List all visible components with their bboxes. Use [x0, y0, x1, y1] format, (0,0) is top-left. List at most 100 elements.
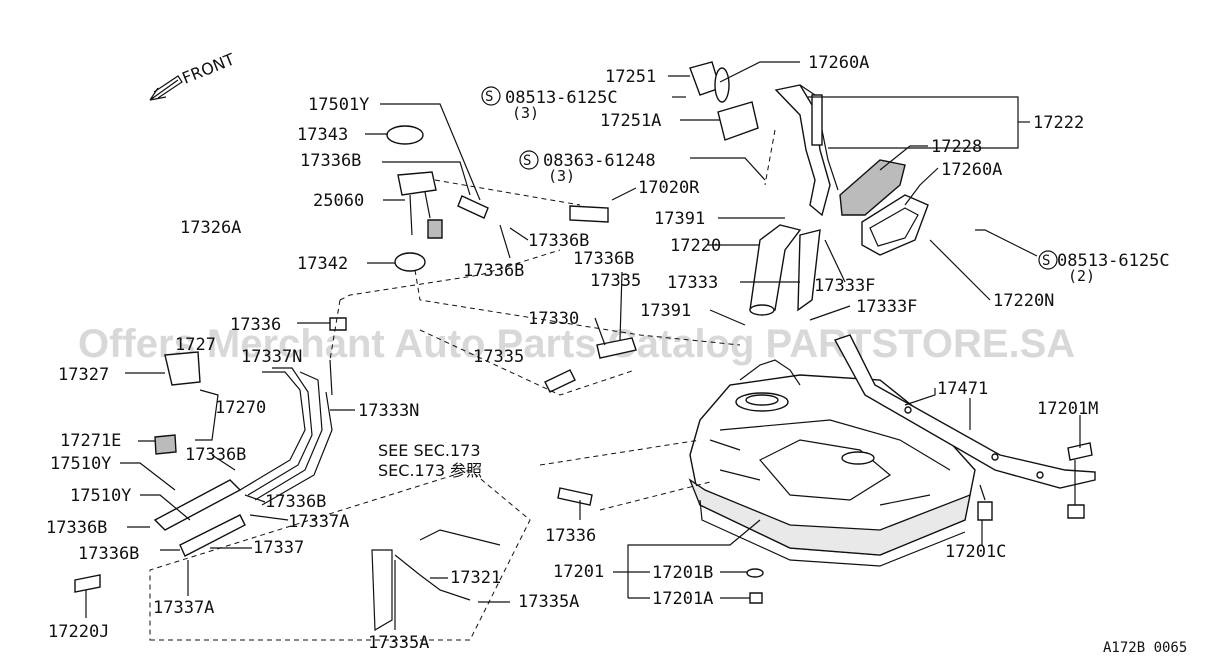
part-label-17260a[interactable]: 17260A: [941, 160, 1002, 180]
part-qty-label: (2): [1068, 267, 1095, 285]
part-label-17321[interactable]: 17321: [450, 568, 501, 588]
ring-17342: [394, 252, 426, 272]
seal-17343: [386, 125, 424, 145]
tube-17321: [394, 529, 501, 601]
screw-symbol-icon: [519, 150, 539, 170]
front-arrow-icon: [149, 75, 183, 101]
screw-symbol: S: [1042, 253, 1050, 269]
bolt-17201a: [749, 592, 763, 604]
part-label-17220[interactable]: 17220: [670, 236, 721, 256]
part-label-17337a[interactable]: 17337A: [153, 598, 214, 618]
part-label-17251a[interactable]: 17251A: [600, 111, 661, 131]
part-label-17220n[interactable]: 17220N: [993, 291, 1054, 311]
part-label-17336b[interactable]: 17336B: [463, 261, 524, 281]
part-label-17336b[interactable]: 17336B: [185, 445, 246, 465]
guide-lines: [329, 129, 776, 511]
part-label-17335[interactable]: 17335: [590, 271, 641, 291]
part-label-17391[interactable]: 17391: [640, 301, 691, 321]
see-section-note-jp: SEC.173 参照: [378, 461, 482, 480]
bolt-17220j: [74, 574, 101, 593]
part-label-17501y[interactable]: 17501Y: [308, 95, 369, 115]
clamp-17336: [329, 317, 347, 331]
bolt-17201m: [1067, 442, 1093, 519]
hose-17337: [179, 514, 246, 557]
part-label-17337n[interactable]: 17337N: [241, 347, 302, 367]
valve-17020r: [569, 205, 609, 223]
part-label-17333f[interactable]: 17333F: [856, 297, 917, 317]
part-label-08363-61248[interactable]: 08363-61248: [543, 151, 656, 171]
part-label-17333[interactable]: 17333: [667, 273, 718, 293]
part-label-17343[interactable]: 17343: [297, 125, 348, 145]
part-label-17220j[interactable]: 17220J: [48, 622, 109, 642]
part-label-17327[interactable]: 17327: [58, 365, 109, 385]
bolt-17201c: [977, 484, 993, 521]
part-label-08513-6125c[interactable]: 08513-6125C: [505, 88, 618, 108]
washer-17201b: [746, 568, 764, 578]
screw-symbol-icon: [481, 86, 501, 106]
part-label-17336b[interactable]: 17336B: [573, 249, 634, 269]
sender-unit-25060: [397, 171, 443, 239]
part-label-17336b[interactable]: 17336B: [46, 518, 107, 538]
hose-17501y: [457, 195, 489, 219]
filler-tube-17222: [774, 84, 839, 217]
part-label-17336[interactable]: 17336: [230, 315, 281, 335]
part-qty-label: (3): [548, 167, 575, 185]
part-label-25060[interactable]: 25060: [313, 191, 364, 211]
part-label-17201m[interactable]: 17201M: [1037, 399, 1098, 419]
cap-17251: [689, 61, 759, 141]
part-label-17337[interactable]: 17337: [253, 538, 304, 558]
part-label-17510y[interactable]: 17510Y: [50, 454, 111, 474]
part-label-17336b[interactable]: 17336B: [265, 492, 326, 512]
hose-17336: [557, 487, 593, 506]
part-label-17337a[interactable]: 17337A: [288, 512, 349, 532]
part-label-17335a[interactable]: 17335A: [518, 592, 579, 612]
part-label-17271e[interactable]: 17271E: [60, 431, 121, 451]
fuel-tank-17201: [688, 359, 976, 567]
part-label-17201b[interactable]: 17201B: [652, 563, 713, 583]
hose-17335: [544, 369, 576, 393]
part-label-1727[interactable]: 1727: [175, 335, 216, 355]
part-label-17342[interactable]: 17342: [297, 254, 348, 274]
clip-17271e: [154, 434, 177, 455]
part-label-17222[interactable]: 17222: [1033, 113, 1084, 133]
fuel-tubes-17270: [239, 367, 333, 506]
part-label-17336b[interactable]: 17336B: [78, 544, 139, 564]
see-section-note: SEE SEC.173: [378, 441, 481, 460]
part-label-17201a[interactable]: 17201A: [652, 589, 713, 609]
part-label-17270[interactable]: 17270: [215, 398, 266, 418]
diagram-code: A172B 0065: [1103, 640, 1187, 656]
tube-17321-outline: [371, 549, 393, 632]
part-label-17336b[interactable]: 17336B: [528, 231, 589, 251]
screw-symbol-icon: [1038, 250, 1058, 270]
hose-17333: [797, 229, 821, 312]
part-label-17251[interactable]: 17251: [605, 67, 656, 87]
tank-strap-17471: [833, 334, 1096, 489]
screw-symbol: S: [523, 153, 531, 169]
part-label-17333n[interactable]: 17333N: [358, 401, 419, 421]
part-label-17391[interactable]: 17391: [654, 209, 705, 229]
bracket-17327-arm: [195, 389, 219, 441]
part-label-17260a[interactable]: 17260A: [808, 53, 869, 73]
part-label-17336[interactable]: 17336: [545, 526, 596, 546]
gasket-plate-17228: [839, 159, 929, 256]
part-label-17510y[interactable]: 17510Y: [70, 486, 131, 506]
part-label-17201c[interactable]: 17201C: [945, 542, 1006, 562]
part-label-17471[interactable]: 17471: [937, 379, 988, 399]
part-label-17336b[interactable]: 17336B: [300, 151, 361, 171]
part-label-17020r[interactable]: 17020R: [638, 178, 700, 198]
part-label-17330[interactable]: 17330: [528, 309, 579, 329]
part-labels: 17251 17260A 08513-6125C (3) 17222 17251…: [46, 53, 1170, 653]
part-label-08513-6125c[interactable]: 08513-6125C: [1057, 251, 1170, 271]
part-qty-label: (3): [512, 104, 539, 122]
hose-17510y: [153, 479, 242, 531]
part-label-17201[interactable]: 17201: [553, 562, 604, 582]
part-label-17333f[interactable]: 17333F: [814, 276, 875, 296]
hose-17220: [749, 224, 802, 316]
watermark: Offers Merchant Auto Parts Catalog PARTS…: [78, 322, 1075, 366]
part-label-17335a[interactable]: 17335A: [368, 633, 429, 653]
part-label-17326a[interactable]: 17326A: [180, 218, 241, 238]
part-label-17335[interactable]: 17335: [473, 347, 524, 367]
part-label-17228[interactable]: 17228: [931, 137, 982, 157]
